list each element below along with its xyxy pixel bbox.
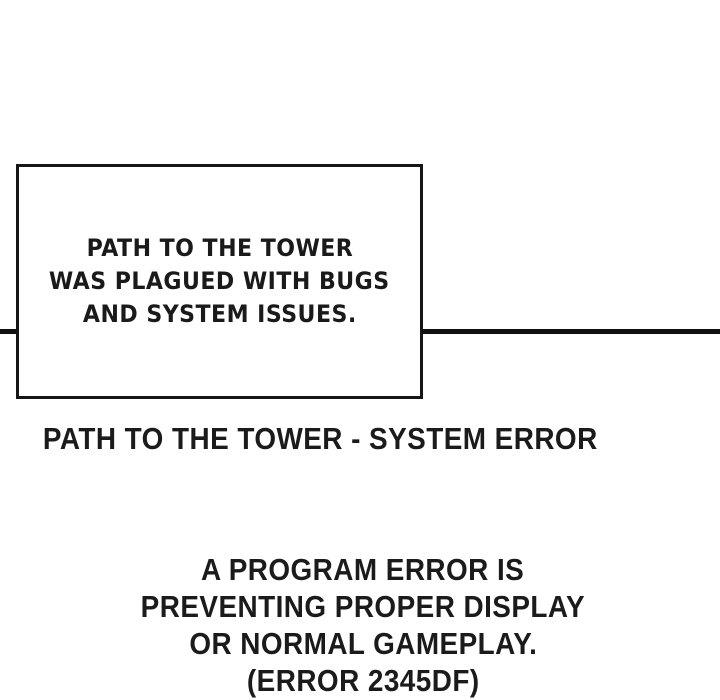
caption-title: PATH TO THE TOWER - SYSTEM ERROR <box>0 421 641 463</box>
error-line: OR NORMAL GAMEPLAY. <box>6 625 720 662</box>
error-line-text: PREVENTING PROPER DISPLAY <box>140 589 586 624</box>
speech-line: WAS PLAGUED WITH BUGS <box>34 265 404 298</box>
speech-line: AND SYSTEM ISSUES. <box>71 298 369 331</box>
speech-box: PATH TO THE TOWER WAS PLAGUED WITH BUGS … <box>16 164 423 399</box>
speech-line-text: AND SYSTEM ISSUES. <box>82 300 357 328</box>
error-line: A PROGRAM ERROR IS <box>6 551 720 588</box>
speech-line: PATH TO THE TOWER <box>75 232 365 265</box>
speech-line-text: WAS PLAGUED WITH BUGS <box>49 267 390 295</box>
error-line-text: OR NORMAL GAMEPLAY. <box>188 626 538 661</box>
error-line-text: (ERROR 2345DF) <box>246 663 480 698</box>
error-line: (ERROR 2345DF) <box>6 662 720 699</box>
error-line-text: A PROGRAM ERROR IS <box>201 552 525 587</box>
error-line: PREVENTING PROPER DISPLAY <box>6 588 720 625</box>
speech-line-text: PATH TO THE TOWER <box>86 234 353 262</box>
caption-title-text: PATH TO THE TOWER - SYSTEM ERROR <box>43 421 598 456</box>
error-message: A PROGRAM ERROR IS PREVENTING PROPER DIS… <box>6 551 720 699</box>
